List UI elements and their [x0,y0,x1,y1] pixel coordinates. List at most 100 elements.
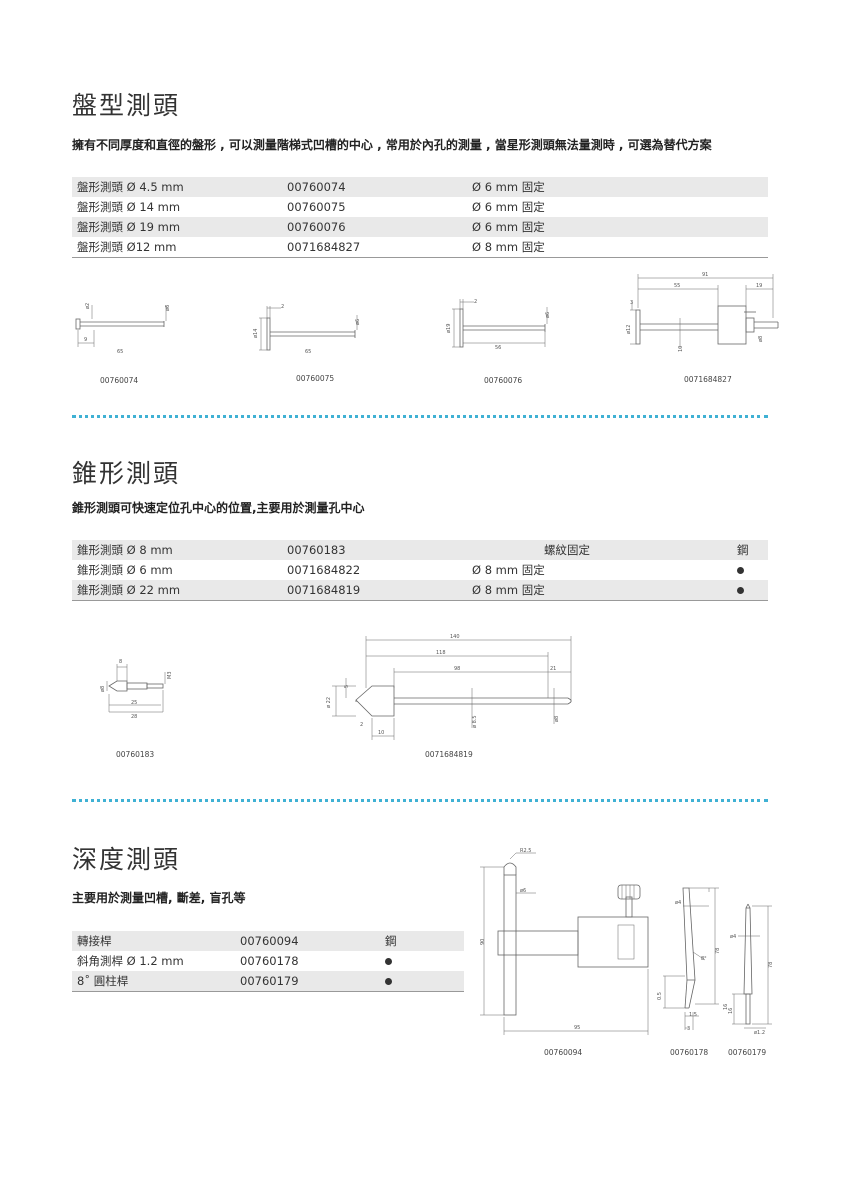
drawing-cone-probe-8: 8 ø8 M3 25 28 [100,659,173,720]
dim-label: 16 [728,1008,734,1014]
dim-label: 9 [84,337,87,343]
section-intro-cone-probe: 錐形測頭可快速定位孔中心的位置,主要用於測量孔中心 [72,501,365,515]
dim-label: 140 [450,634,460,640]
material-dot [737,567,744,574]
probe-name: 盤形測頭 Ø 14 mm [72,197,282,217]
probe-name: 轉接桿 [72,931,235,951]
article-number: 00760179 [235,971,380,992]
table-row: 盤形測頭 Ø 19 mm 00760076 Ø 6 mm 固定 [72,217,768,237]
table-row: 斜角測桿 Ø 1.2 mm 00760178 [72,951,464,971]
dim-label: 95 [574,1025,580,1031]
drawing-disc-probe-4-5: ø2 ø6 9 65 [75,303,171,355]
dim-label: 5 [344,685,350,688]
cone-probe-table: 錐形測頭 Ø 8 mm 00760183 螺紋固定 鋼 錐形測頭 Ø 6 mm … [72,540,768,601]
probe-name: 盤形測頭 Ø 19 mm [72,217,282,237]
material: 鋼 [697,540,768,560]
dim-label: ø2 [85,303,91,309]
article-number: 00760076 [282,217,462,237]
disc-probe-table: 盤形測頭 Ø 4.5 mm 00760074 Ø 6 mm 固定 盤形測頭 Ø … [72,177,768,258]
dim-label: 3 [630,300,633,306]
probe-name: 錐形測頭 Ø 22 mm [72,580,282,601]
dim-label: ø8 [758,336,764,342]
drawing-caption: 0071684819 [425,750,473,759]
article-number: 00760183 [282,540,462,560]
dim-label: M3 [167,672,173,680]
table-row: 盤形測頭 Ø 4.5 mm 00760074 Ø 6 mm 固定 [72,177,768,197]
material [380,951,464,971]
section-title-cone-probe: 錐形測頭 [72,459,181,488]
dim-label: 28 [131,714,137,720]
drawing-angled-stylus: ø4 78 8° 0.5 1.5 16 3 [657,887,729,1032]
section-divider [72,799,768,802]
table-row: 錐形測頭 Ø 6 mm 0071684822 Ø 8 mm 固定 [72,560,768,580]
dim-label: 2 [281,304,284,310]
dim-label: 21 [550,666,556,672]
material-dot [737,587,744,594]
dim-label: 8 [119,659,122,665]
table-row: 8˚ 圓柱桿 00760179 [72,971,464,992]
dim-label: ø 22 [326,697,332,708]
dim-label: 19 [756,283,762,289]
dim-label: 10 [378,730,384,736]
drawing-caption: 0071684827 [684,375,732,384]
mount-spec: Ø 8 mm 固定 [462,237,768,258]
dim-label: 118 [436,650,446,656]
drawing-caption: 00760076 [484,376,523,385]
dim-label: ø1.2 [754,1030,765,1036]
dim-label: 65 [117,349,123,355]
dim-label: ø8 [100,686,106,692]
drawing-disc-probe-19: 2 ø19 ø6 56 [446,299,551,351]
material: 鋼 [380,931,464,951]
probe-name: 盤形測頭 Ø12 mm [72,237,282,258]
dim-label: ø19 [446,324,452,333]
drawing-caption: 00760074 [100,376,139,385]
drawing-caption: 00760075 [296,374,335,383]
probe-name: 斜角測桿 Ø 1.2 mm [72,951,235,971]
mount-spec: Ø 6 mm 固定 [462,217,768,237]
drawing-caption: 00760179 [728,1048,767,1057]
section-title-depth-probe: 深度測頭 [72,845,181,874]
dim-label: ø8 [554,716,560,722]
dim-label: 90 [480,939,486,945]
dim-label: 2 [474,299,477,305]
article-number: 00760075 [282,197,462,217]
article-number: 0071684822 [282,560,462,580]
drawing-cylinder-stylus: ø4 78 16 ø1.2 [728,903,774,1036]
drawing-disc-probe-12: 91 55 19 3 ø12 10 ø8 [626,272,779,352]
material [697,560,768,580]
mount-spec: 螺紋固定 [462,540,697,560]
probe-name: 8˚ 圓柱桿 [72,971,235,992]
dim-label: 55 [674,283,680,289]
dim-label: 98 [454,666,460,672]
section-intro-depth-probe: 主要用於測量凹槽, 斷差, 盲孔等 [72,891,246,905]
material [380,971,464,992]
dim-label: ø6 [545,312,551,318]
mount-spec: Ø 6 mm 固定 [462,197,768,217]
dim-label: 25 [131,700,137,706]
dim-label: 65 [305,349,311,355]
material-dot [385,978,392,985]
dim-label: 2 [360,722,363,728]
dim-label: 78 [715,948,721,954]
drawing-disc-probe-14: 2 ø14 ø6 65 [253,304,361,355]
section-title-disc-probe: 盤型測頭 [72,91,181,120]
dim-label: 10 [678,346,684,352]
article-number: 0071684827 [282,237,462,258]
dim-label: 8° [701,956,707,962]
dim-label: 1.5 [689,1012,697,1018]
depth-probe-table: 轉接桿 00760094 鋼 斜角測桿 Ø 1.2 mm 00760178 8˚… [72,931,464,992]
material-dot [385,958,392,965]
dim-label: 0.5 [657,992,663,1000]
table-row: 錐形測頭 Ø 22 mm 0071684819 Ø 8 mm 固定 [72,580,768,601]
drawing-caption: 00760183 [116,750,155,759]
dim-label: 16 [723,1004,729,1010]
dim-label: ø 8.5 [472,715,478,728]
dim-label: 91 [702,272,708,278]
table-row: 轉接桿 00760094 鋼 [72,931,464,951]
dim-label: R2.5 [520,848,531,854]
dim-label: ø12 [626,325,632,334]
table-row: 盤形測頭 Ø 14 mm 00760075 Ø 6 mm 固定 [72,197,768,217]
drawing-caption: 00760178 [670,1048,709,1057]
dim-label: 3 [687,1026,690,1032]
section-divider [72,415,768,418]
